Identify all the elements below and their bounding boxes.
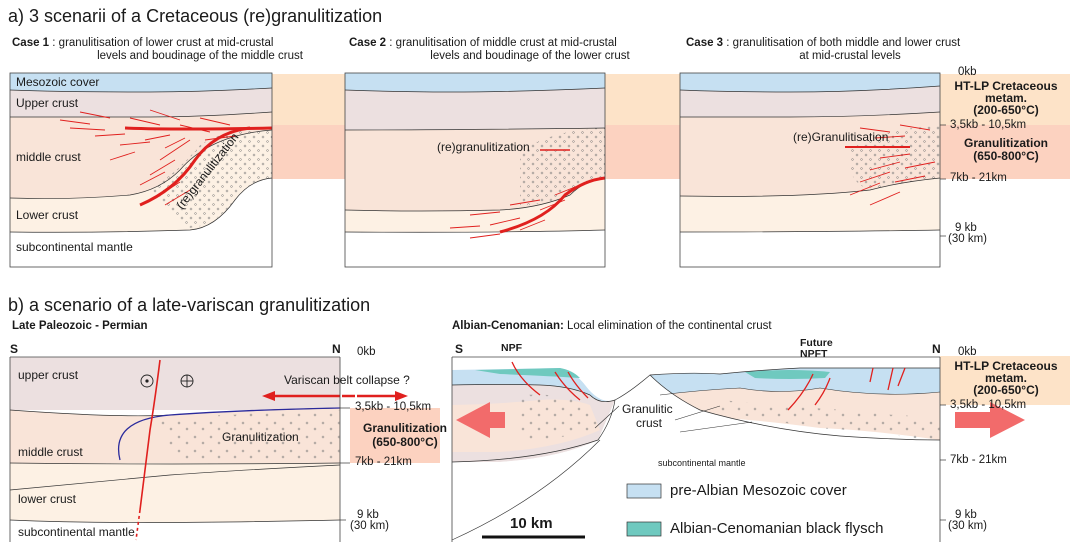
scale-a-htlp-temp: (200-650°C) xyxy=(973,103,1039,117)
case3-title-line2: at mid-crustal levels xyxy=(799,50,901,62)
scale-bar-label: 10 km xyxy=(510,515,553,532)
case2-title-line1: : granulitisation of middle crust at mid… xyxy=(386,37,617,49)
case2-panel xyxy=(344,72,606,268)
part-a-scale-bands xyxy=(272,74,1070,179)
scale-a-0kb: 0kb xyxy=(958,66,977,78)
legend-swatch-mesozoic xyxy=(626,483,662,499)
scale-a-7kb: 7kb - 21km xyxy=(950,172,1007,184)
case3-title-line1: : granulitisation of both middle and low… xyxy=(723,37,961,49)
scale-br-0kb: 0kb xyxy=(958,346,977,358)
permian-panel xyxy=(9,356,408,542)
case1-title-line2: levels and boudinage of the middle crust xyxy=(97,50,303,62)
scale-br-7kb: 7kb - 21km xyxy=(950,454,1007,466)
scale-bl-3-5kb: 3,5kb - 10,5km xyxy=(355,401,432,413)
legend-label-flysch: Albian-Cenomanian black flysch xyxy=(670,520,884,537)
scale-bl-9kb: 9 kb xyxy=(357,509,379,521)
part-b-scale-bands xyxy=(350,356,1070,463)
layer-label-upper-crust: Upper crust xyxy=(16,96,79,110)
scale-br-htlp-temp: (200-650°C) xyxy=(973,383,1039,397)
permian-N: N xyxy=(332,342,341,356)
part-a-scale-ticks xyxy=(940,124,946,237)
layer-label-mantle: subcontinental mantle xyxy=(16,240,133,254)
permian-upper-crust: upper crust xyxy=(18,368,79,382)
case2-granul-label: (re)granulitization xyxy=(437,140,530,154)
albian-N: N xyxy=(932,342,941,356)
case2-title-line2: levels and boudinage of the lower crust xyxy=(430,50,630,62)
scale-a-3-5kb: 3,5kb - 10,5km xyxy=(950,119,1027,131)
permian-lower-crust: lower crust xyxy=(18,492,77,506)
albian-mantle: subcontinental mantle xyxy=(658,458,746,468)
legend-label-mesozoic: pre-Albian Mesozoic cover xyxy=(670,482,847,499)
case2-title: Case 2 : granulitisation of middle crust… xyxy=(349,37,617,49)
scale-bl-0kb: 0kb xyxy=(357,346,376,358)
permian-title: Late Paleozoic - Permian xyxy=(12,320,148,332)
case3-title-bold: Case 3 xyxy=(686,37,724,49)
case1-title: Case 1 : granulitisation of lower crust … xyxy=(12,37,273,49)
permian-S: S xyxy=(10,342,19,356)
part-b-left-scale-ticks xyxy=(340,407,350,521)
part-b-right-scale-ticks xyxy=(940,404,946,521)
albian-S: S xyxy=(455,342,464,356)
scale-br-9kb: 9 kb xyxy=(955,509,977,521)
scale-bl-30km: (30 km) xyxy=(350,520,389,532)
permian-mantle: subcontinental mantle xyxy=(18,525,135,539)
case1-title-bold: Case 1 xyxy=(12,37,50,49)
albian-granulitic-crust: crust xyxy=(636,416,663,430)
scale-bl-granul: Granulitization xyxy=(363,421,447,435)
part-a-title: a) 3 scenarii of a Cretaceous (re)granul… xyxy=(8,6,383,26)
part-b-title: b) a scenario of a late-variscan granuli… xyxy=(8,295,371,315)
scale-a-htlp: HT-LP Cretaceous metam. xyxy=(954,79,1058,105)
permian-collapse-label: Variscan belt collapse ? xyxy=(284,373,410,387)
albian-granulitic: Granulitic xyxy=(622,402,673,416)
scale-bl-7kb: 7kb - 21km xyxy=(355,456,412,468)
scale-bl-granul-temp: (650-800°C) xyxy=(372,435,438,449)
albian-title-rest: Local elimination of the continental cru… xyxy=(563,320,772,332)
albian-panel xyxy=(451,356,1025,542)
albian-title-bold: Albian-Cenomanian: xyxy=(452,320,564,332)
case3-title: Case 3 : granulitisation of both middle … xyxy=(686,37,960,49)
case3-panel xyxy=(679,72,941,268)
legend-swatch-flysch xyxy=(626,521,662,537)
layer-label-mesozoic: Mesozoic cover xyxy=(16,75,100,89)
layer-label-middle-crust: middle crust xyxy=(16,150,81,164)
permian-granul-label: Granulitization xyxy=(222,430,299,444)
case1-title-line1: : granulitisation of lower crust at mid-… xyxy=(49,37,274,49)
albian-future: Future xyxy=(800,337,833,349)
permian-middle-crust: middle crust xyxy=(18,445,83,459)
permian-title-bold: Late Paleozoic - Permian xyxy=(12,320,148,332)
scale-a-30km: (30 km) xyxy=(948,233,987,245)
albian-npf: NPF xyxy=(501,342,522,354)
layer-label-lower-crust: Lower crust xyxy=(16,208,79,222)
scale-a-granul-temp: (650-800°C) xyxy=(973,149,1039,163)
scale-br-3-5kb: 3,5kb - 10,5km xyxy=(950,399,1027,411)
scale-a-9kb: 9 kb xyxy=(955,222,977,234)
albian-npft: NPFT xyxy=(800,348,828,360)
scale-br-30km: (30 km) xyxy=(948,520,987,532)
albian-title: Albian-Cenomanian: Local elimination of … xyxy=(452,320,772,332)
scale-br-htlp: HT-LP Cretaceous metam. xyxy=(954,359,1058,385)
case2-title-bold: Case 2 xyxy=(349,37,387,49)
case3-granul-label: (re)Granulitisation xyxy=(793,130,889,144)
scale-a-granul: Granulitization xyxy=(964,136,1048,150)
case1-panel: (re)granulitization xyxy=(9,72,273,268)
